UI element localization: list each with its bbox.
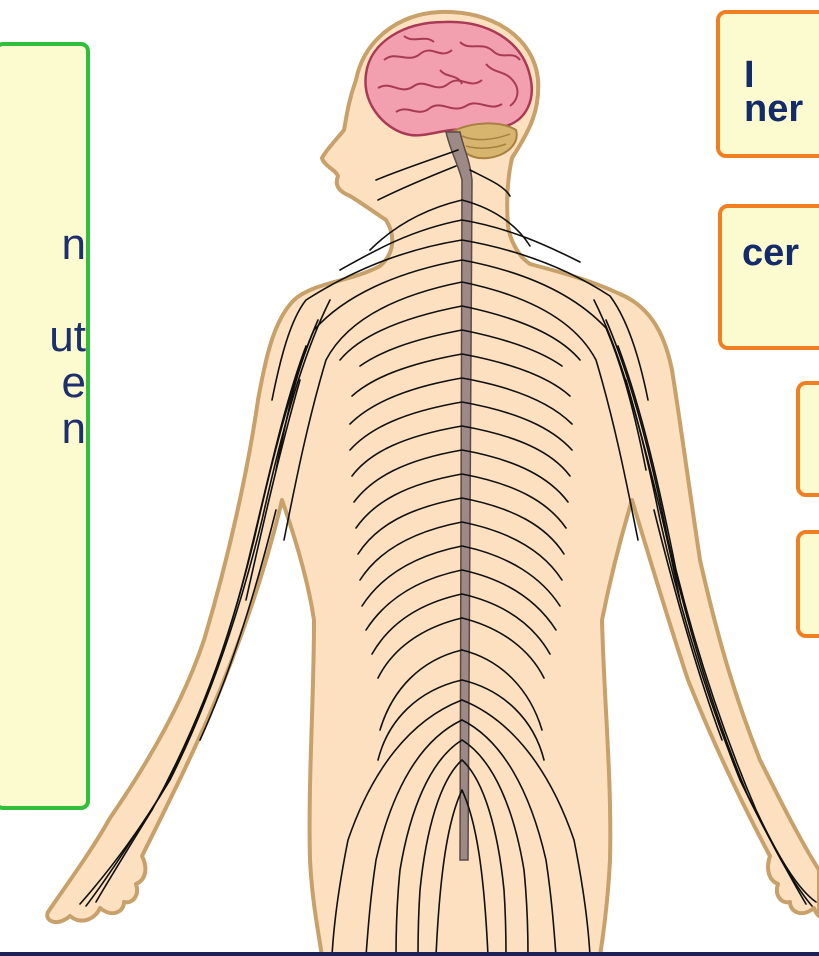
brain <box>366 22 532 135</box>
label-card-2[interactable]: cer <box>718 204 819 350</box>
info-panel: n ut e n <box>0 42 90 810</box>
info-text: n ut e n <box>0 222 86 452</box>
label-card-1[interactable]: I ner <box>716 10 819 158</box>
label-card-3[interactable] <box>796 381 819 497</box>
label-card-2-text: cer <box>742 236 819 270</box>
label-card-4[interactable] <box>796 530 819 638</box>
bottom-rule <box>0 952 819 956</box>
label-card-1-text: I ner <box>744 58 819 126</box>
